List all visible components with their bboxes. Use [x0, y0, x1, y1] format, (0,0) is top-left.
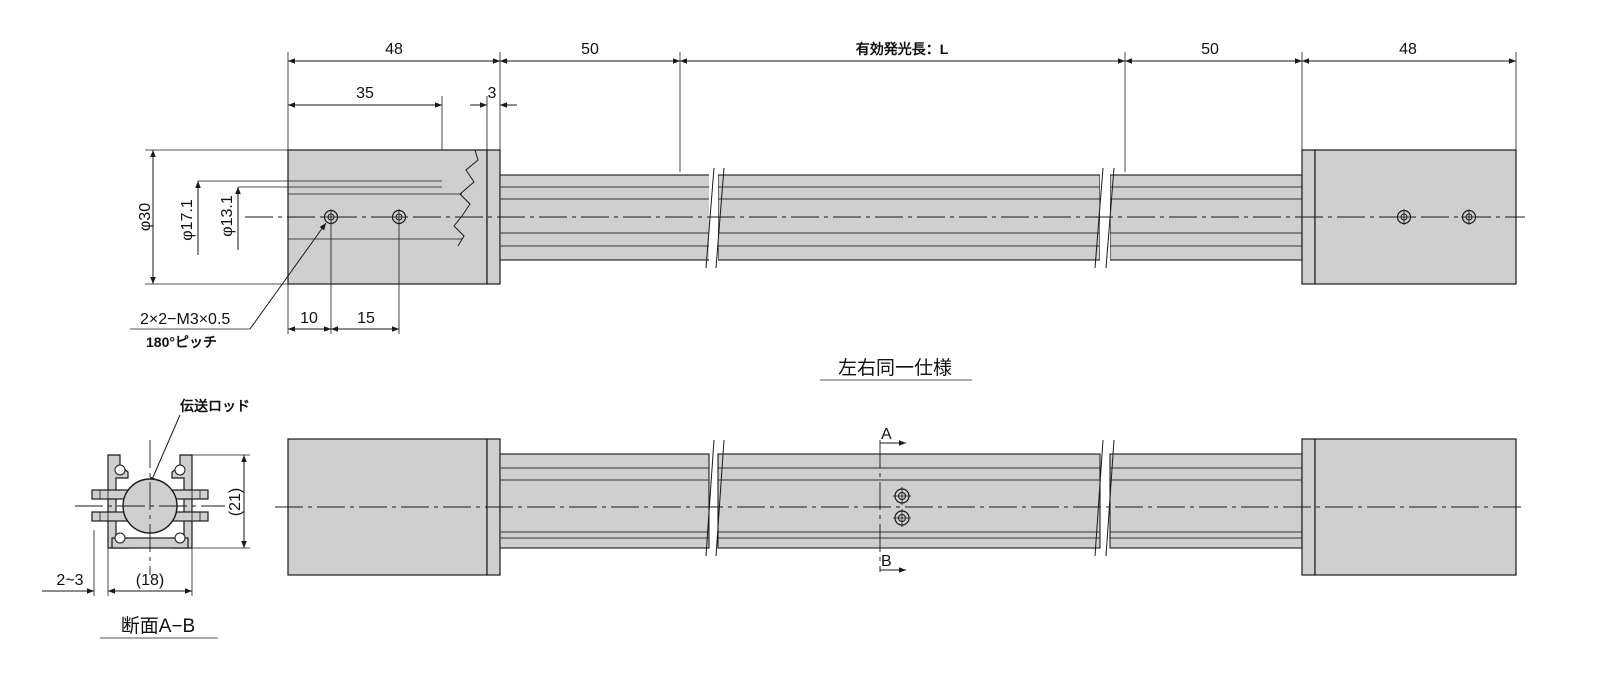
rod-label: 伝送ロッド [180, 398, 250, 414]
mid-hole-1 [893, 487, 911, 505]
dim-35-3: 35 3 [288, 85, 517, 216]
dim-effective-length: 有効発光長：L [856, 41, 949, 57]
section-marker-a: A [881, 426, 892, 443]
dim-48-left: 48 [385, 41, 403, 58]
dim-50-left: 50 [581, 41, 599, 58]
screw-hole-2 [391, 209, 407, 225]
dim-15: 15 [357, 310, 375, 327]
diameter-dims: φ30 φ17.1 φ13.1 [137, 149, 288, 285]
dim-2-3: 2~3 [56, 572, 83, 589]
section-marker-b: B [881, 553, 892, 570]
symmetric-note: 左右同一仕様 [838, 357, 952, 379]
dim-50-right: 50 [1201, 41, 1219, 58]
screw-hole-1 [323, 209, 339, 225]
section-title: 断面A−B [121, 615, 195, 637]
screw-hole-4 [1461, 209, 1477, 225]
dim-35: 35 [356, 85, 374, 102]
thread-pitch-text: 180°ピッチ [146, 334, 217, 350]
top-dimension-row: 48 50 有効発光長：L 50 48 [288, 41, 1516, 64]
dim-dia-17-1: φ17.1 [179, 199, 196, 241]
dim-dia-30: φ30 [137, 203, 154, 231]
dim-48-right: 48 [1399, 41, 1417, 58]
dim-dia-13-1: φ13.1 [219, 195, 236, 237]
thread-callout: 2×2−M3×0.5 180°ピッチ [130, 222, 327, 350]
top-view: 48 50 有効発光長：L 50 48 35 3 [130, 41, 1525, 350]
thread-spec-text: 2×2−M3×0.5 [140, 311, 230, 328]
dim-3: 3 [488, 85, 497, 102]
mid-hole-2 [893, 509, 911, 527]
hole-position-dims: 10 15 [287, 224, 400, 334]
bottom-view: A B [275, 426, 1525, 576]
dim-21: (21) [227, 488, 244, 516]
rail-middle-section [717, 174, 1101, 261]
cross-section-view: 伝送ロッド (21) [42, 398, 250, 639]
dim-18: (18) [136, 572, 164, 589]
rail-left-section [499, 174, 719, 261]
rail-right-section [1109, 174, 1303, 261]
screw-hole-3 [1396, 209, 1412, 225]
dim-10: 10 [300, 310, 318, 327]
